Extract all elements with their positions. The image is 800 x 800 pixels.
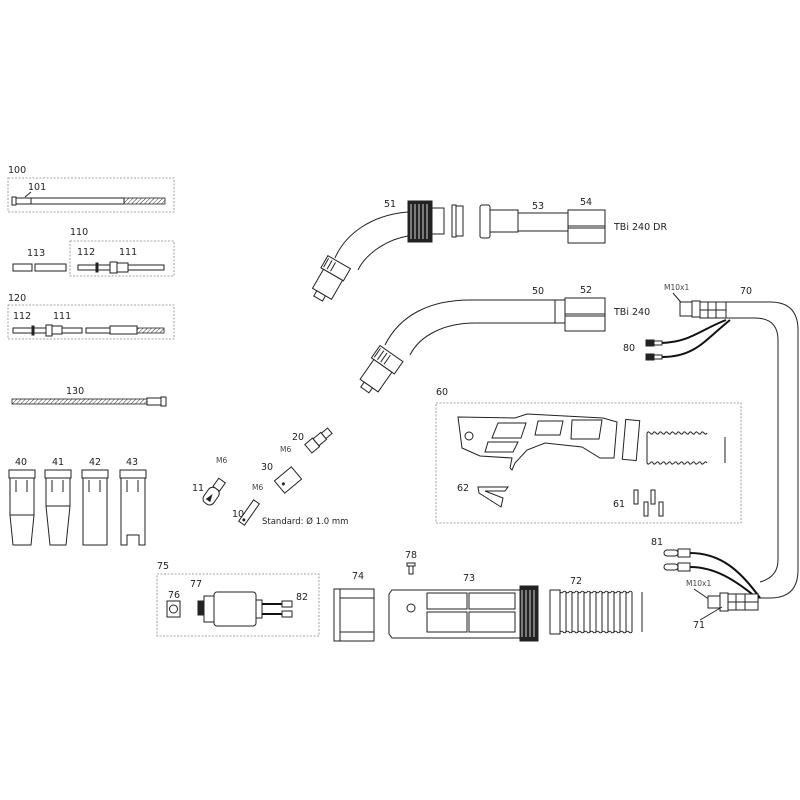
label-120: 120 — [8, 293, 26, 304]
label-112b: 112 — [13, 311, 31, 322]
part-100-liner: 100 101 — [7, 165, 175, 213]
label-50: 50 — [532, 286, 544, 297]
label-77: 77 — [190, 579, 202, 590]
label-54: 54 — [580, 197, 592, 208]
label-113: 113 — [27, 248, 45, 259]
label-10: 10 — [232, 509, 244, 520]
label-53: 53 — [532, 201, 544, 212]
label-73: 73 — [463, 573, 475, 584]
screws-61 — [633, 489, 664, 517]
handle-grip-73: 78 73 72 — [388, 550, 643, 642]
variant-label-tbi-240: TBi 240 — [613, 307, 650, 318]
standard-diameter-note: Standard: Ø 1.0 mm — [262, 516, 348, 527]
label-72: 72 — [570, 576, 582, 587]
label-76: 76 — [168, 590, 180, 601]
part-130-spiral-liner: 130 — [11, 386, 167, 407]
label-61: 61 — [613, 499, 625, 510]
contact-tip-10 — [237, 499, 261, 526]
contact-tip-11 — [202, 477, 227, 506]
label-m6-11: M6 — [216, 456, 227, 465]
label-111: 111 — [119, 247, 137, 258]
handle-shell — [457, 413, 618, 471]
nozzle-43 — [119, 469, 147, 546]
variant-label-tbi-240-dr: TBi 240 DR — [613, 222, 667, 233]
tip-holder-20 — [304, 427, 333, 454]
trigger-62 — [477, 486, 509, 508]
nut-74: 74 — [333, 571, 375, 642]
label-m6-20: M6 — [280, 445, 291, 454]
label-30: 30 — [261, 462, 273, 473]
label-m10x1-top: M10x1 — [664, 283, 689, 292]
label-75: 75 — [157, 561, 169, 572]
label-43: 43 — [126, 457, 138, 468]
label-101: 101 — [28, 182, 46, 193]
cable-assembly-70: 70 M10x1 80 81 M10x1 71 — [623, 283, 799, 631]
label-20: 20 — [292, 432, 304, 443]
nozzle-41 — [44, 469, 72, 546]
label-52: 52 — [580, 285, 592, 296]
part-120-liner-set: 120 112 111 — [7, 293, 175, 340]
label-81: 81 — [651, 537, 663, 548]
label-m6-10: M6 — [252, 483, 263, 492]
label-100: 100 — [8, 165, 26, 176]
torch-neck-51: 51 53 54 TBi 240 DR — [311, 197, 667, 302]
nozzle-40 — [8, 469, 36, 546]
label-62: 62 — [457, 483, 469, 494]
nozzle-42 — [81, 469, 109, 546]
gas-nozzles: 40 41 42 43 — [8, 457, 147, 546]
handle-set-60: 60 62 61 — [435, 387, 742, 524]
label-78: 78 — [405, 550, 417, 561]
label-130: 130 — [66, 386, 84, 397]
label-80: 80 — [623, 343, 635, 354]
label-51: 51 — [384, 199, 396, 210]
switch-set-75: 75 76 77 82 — [156, 561, 320, 637]
label-82: 82 — [296, 592, 308, 603]
label-41: 41 — [52, 457, 64, 468]
label-110: 110 — [70, 227, 88, 238]
label-42: 42 — [89, 457, 101, 468]
label-60: 60 — [436, 387, 448, 398]
label-112: 112 — [77, 247, 95, 258]
gas-diffuser-30 — [273, 466, 303, 494]
label-111b: 111 — [53, 311, 71, 322]
label-70: 70 — [740, 286, 752, 297]
torch-neck-50: 50 52 TBi 240 — [359, 285, 650, 394]
label-m10x1-bottom: M10x1 — [686, 579, 711, 588]
part-110-liner-set: 110 113 112 111 — [12, 227, 175, 277]
contact-tip-parts: 20 M6 30 11 M6 10 M6 Standard: Ø 1.0 mm — [192, 427, 348, 527]
label-40: 40 — [15, 457, 27, 468]
label-11: 11 — [192, 483, 204, 494]
label-74: 74 — [352, 571, 364, 582]
label-71: 71 — [693, 620, 705, 631]
